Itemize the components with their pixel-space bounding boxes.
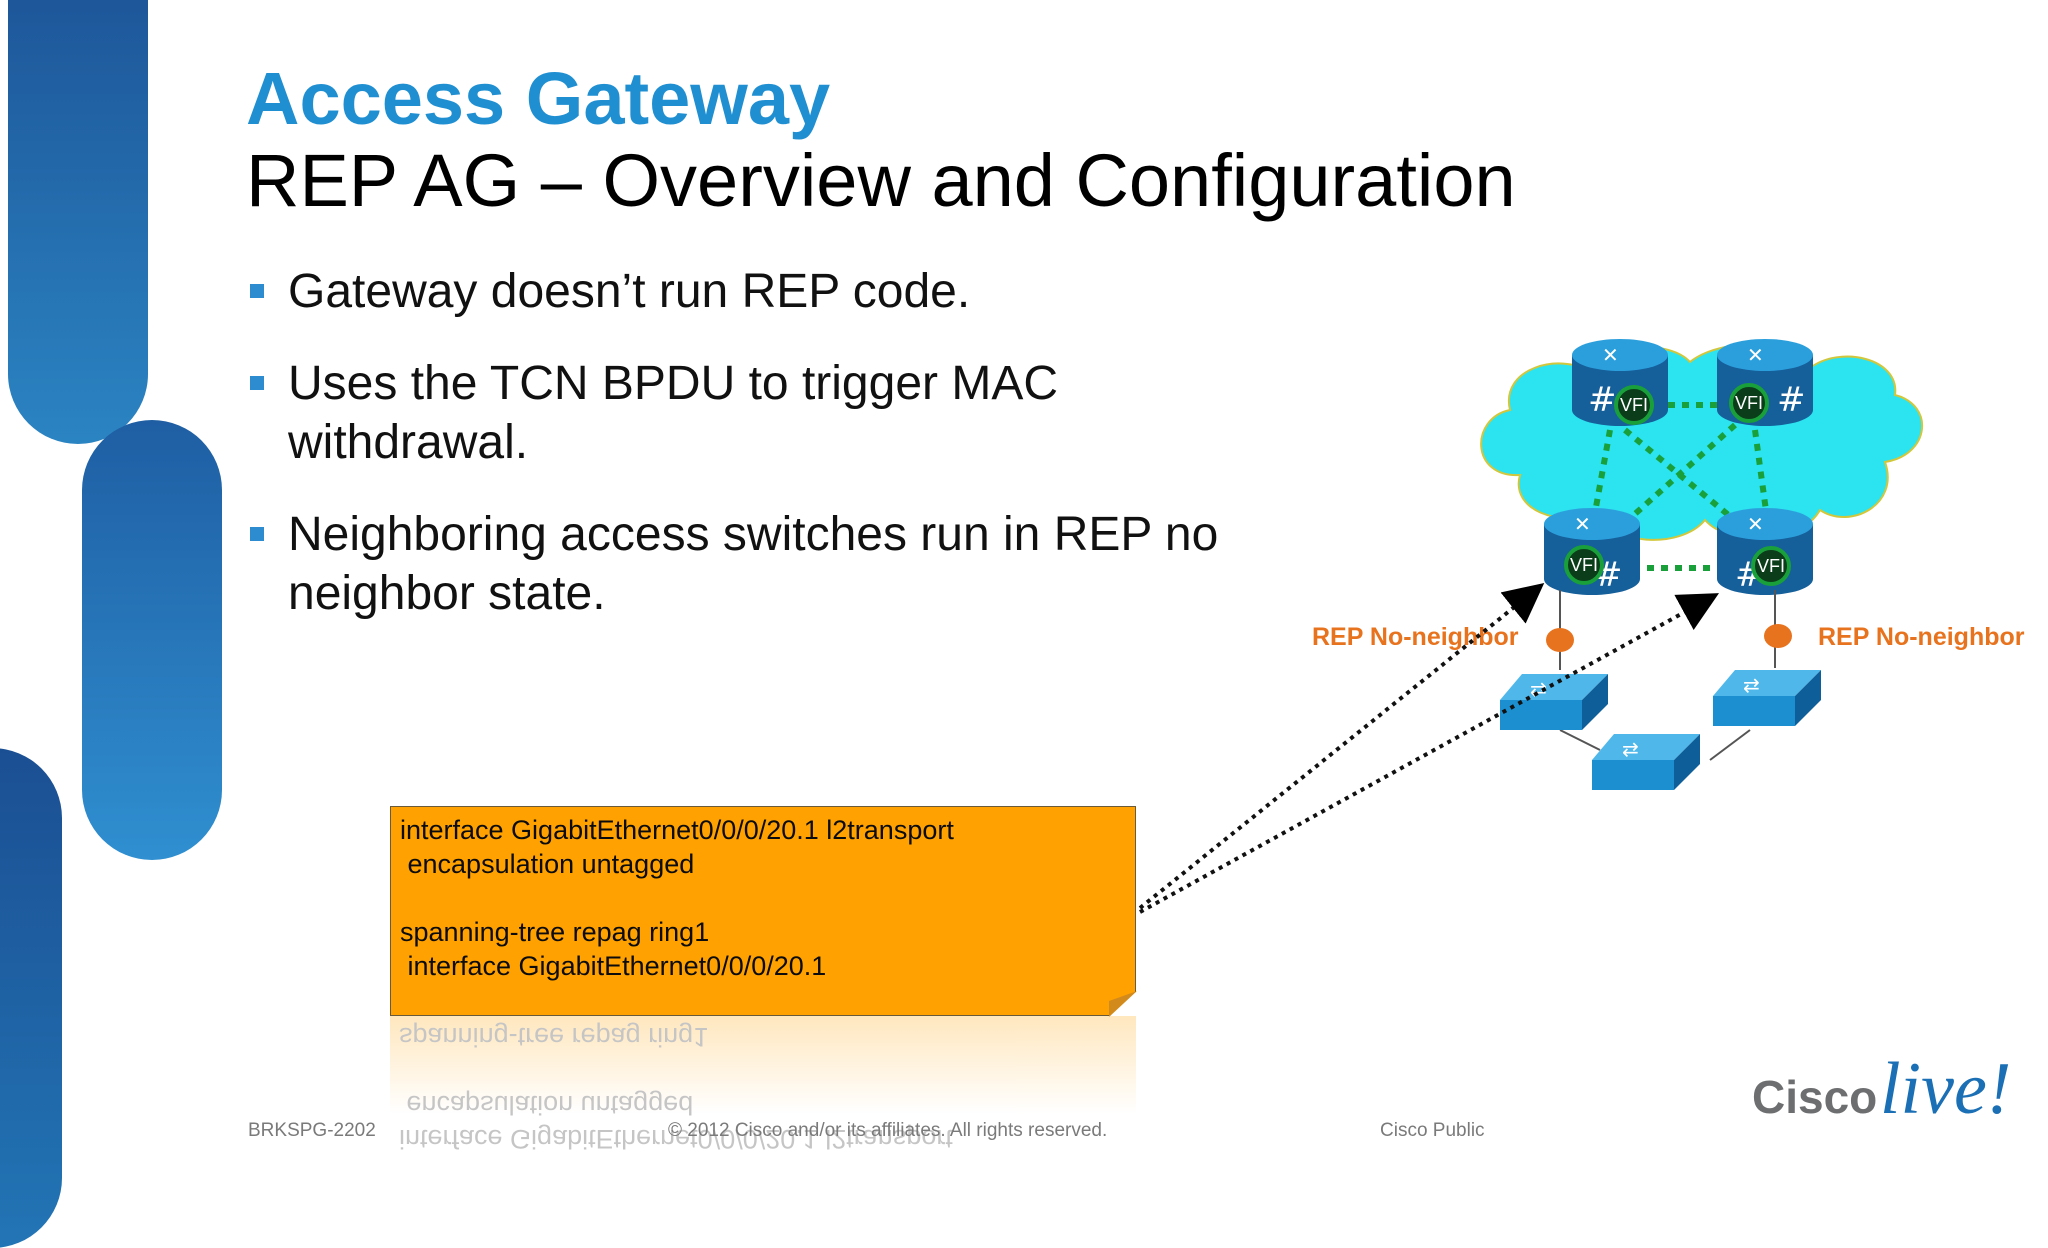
router-bottom-right: ✕ # VFI xyxy=(1717,508,1813,595)
rep-no-neighbor-label-left: REP No-neighbor xyxy=(1312,623,1519,651)
router-bottom-left: ✕ # VFI xyxy=(1544,508,1640,595)
svg-text:⇄: ⇄ xyxy=(1622,737,1639,761)
svg-text:✕: ✕ xyxy=(1574,512,1591,536)
access-switch-right: ⇄ xyxy=(1713,670,1821,726)
bullet-item: Neighboring access switches run in REP n… xyxy=(248,505,1248,623)
config-line-reflection: spanning-tree repag ring1 xyxy=(399,1022,709,1052)
svg-text:✕: ✕ xyxy=(1747,512,1764,536)
footer-copyright: © 2012 Cisco and/or its affiliates. All … xyxy=(668,1120,1108,1141)
bullet-text: Neighboring access switches run in REP n… xyxy=(288,508,1219,620)
config-arrows xyxy=(1138,582,1720,914)
config-line-reflection xyxy=(390,1054,1136,1088)
bullet-text: Uses the TCN BPDU to trigger MAC withdra… xyxy=(288,357,1058,469)
network-diagram: ✕ # VFI ✕ # VFI ✕ # VFI ✕ # VFI ⇄ xyxy=(1138,339,2025,914)
bullet-square-icon xyxy=(250,284,264,298)
bullet-list: Gateway doesn’t run REP code. Uses the T… xyxy=(248,262,1248,656)
config-line: interface GigabitEthernet0/0/0/20.1 l2tr… xyxy=(400,815,954,845)
router-top-left: ✕ # VFI xyxy=(1572,339,1668,426)
bullet-square-icon xyxy=(250,527,264,541)
router-top-right: ✕ # VFI xyxy=(1717,339,1813,426)
access-switch-left: ⇄ xyxy=(1500,674,1608,730)
svg-text:⇄: ⇄ xyxy=(1743,673,1760,697)
svg-text:✕: ✕ xyxy=(1602,343,1619,367)
footer-session-code: BRKSPG-2202 xyxy=(248,1120,376,1141)
bullet-text: Gateway doesn’t run REP code. xyxy=(288,265,971,318)
footer-classification: Cisco Public xyxy=(1380,1120,1485,1141)
bullet-item: Uses the TCN BPDU to trigger MAC withdra… xyxy=(248,354,1248,472)
bullet-item: Gateway doesn’t run REP code. xyxy=(248,262,1248,321)
config-line: encapsulation untagged xyxy=(400,849,695,879)
mpls-cloud xyxy=(1480,343,1923,541)
access-switch-bottom: ⇄ xyxy=(1592,734,1700,790)
vfi-label: VFI xyxy=(1570,555,1598,575)
config-snippet-box: interface GigabitEthernet0/0/0/20.1 l2tr… xyxy=(390,806,1137,1017)
logo-brand-text: Cisco xyxy=(1752,1071,1877,1123)
vfi-label: VFI xyxy=(1735,393,1763,413)
rep-marker-left xyxy=(1546,628,1574,652)
config-line xyxy=(400,881,1135,915)
page-fold-icon xyxy=(1109,991,1137,1017)
config-line: interface GigabitEthernet0/0/0/20.1 xyxy=(400,951,827,981)
svg-text:⇄: ⇄ xyxy=(1530,677,1547,701)
slide-title: Access Gateway xyxy=(246,57,831,140)
cisco-live-logo: Cisco live! xyxy=(1752,1048,2011,1130)
slide-subtitle: REP AG – Overview and Configuration xyxy=(246,139,1516,222)
vfi-label: VFI xyxy=(1620,395,1648,415)
config-line: spanning-tree repag ring1 xyxy=(400,917,710,947)
logo-event-text: live! xyxy=(1880,1048,2011,1130)
rep-marker-right xyxy=(1764,624,1792,648)
decorative-bar-middle xyxy=(82,420,222,860)
config-line-reflection: encapsulation untagged xyxy=(399,1090,694,1120)
svg-text:#: # xyxy=(1588,380,1617,420)
rep-no-neighbor-label-right: REP No-neighbor xyxy=(1818,623,2025,651)
bullet-square-icon xyxy=(250,376,264,390)
svg-text:#: # xyxy=(1777,380,1806,420)
vfi-label: VFI xyxy=(1757,556,1785,576)
svg-text:✕: ✕ xyxy=(1747,343,1764,367)
decorative-bar-top xyxy=(8,0,148,444)
